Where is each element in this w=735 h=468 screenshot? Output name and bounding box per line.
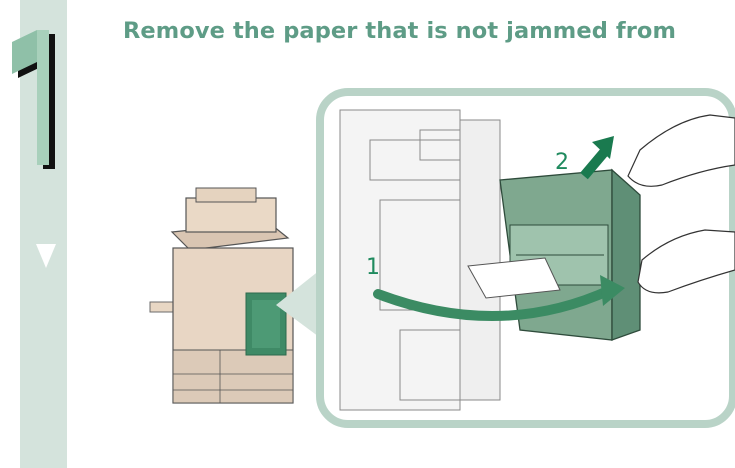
copier-image xyxy=(150,188,293,403)
machine-interior xyxy=(340,110,500,410)
callout-label-1: 1 xyxy=(366,257,380,279)
callout-label-2: 2 xyxy=(555,152,569,174)
